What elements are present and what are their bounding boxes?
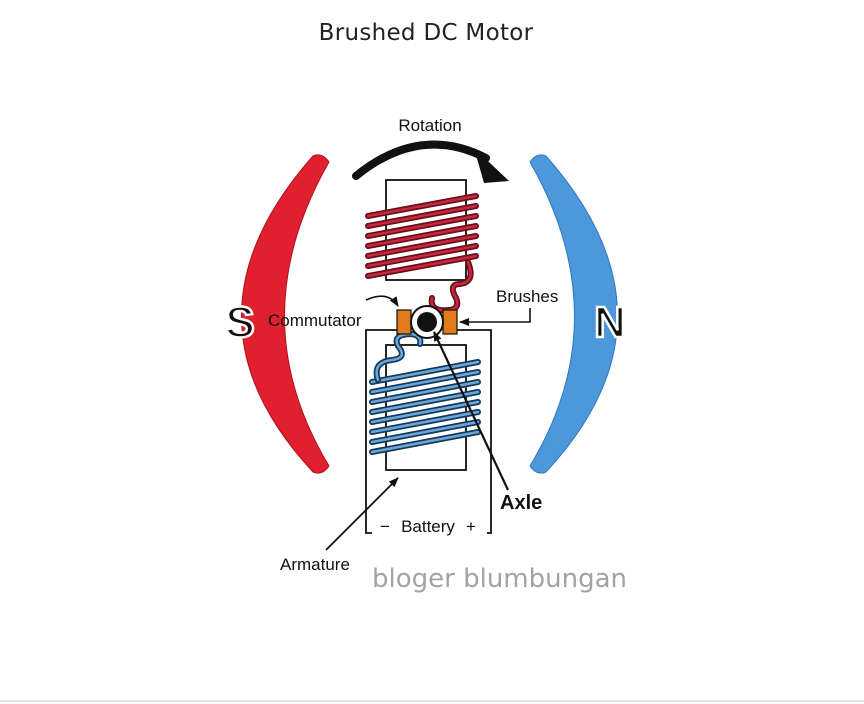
south-magnet: [241, 154, 330, 474]
axle-leader: [433, 331, 509, 491]
commutator-leader: [365, 295, 399, 307]
commutator-label: Commutator: [268, 311, 362, 330]
armature-leader: [325, 477, 399, 551]
battery-plus: +: [466, 517, 476, 536]
bottom-divider: [0, 700, 864, 702]
brushes-leader: [459, 308, 531, 326]
south-pole-letter: S: [225, 298, 254, 347]
brushes-label: Brushes: [496, 287, 558, 306]
page-title: Brushed DC Motor: [318, 20, 534, 46]
armature-label: Armature: [280, 555, 350, 574]
brush-right: [442, 309, 458, 335]
battery-label: Battery: [401, 517, 455, 536]
rotation-label: Rotation: [398, 116, 461, 135]
north-magnet: [529, 154, 618, 474]
axle-label: Axle: [500, 492, 542, 514]
top-coil: [365, 193, 479, 314]
battery-circuit: [365, 329, 492, 534]
axle: [417, 312, 437, 332]
watermark: bloger blumbungan: [372, 564, 627, 594]
battery-minus: −: [380, 517, 390, 536]
bottom-coil: [369, 330, 481, 455]
rotation-arrow: [352, 140, 509, 183]
brush-left: [396, 309, 412, 335]
north-pole-letter: N: [594, 298, 626, 347]
